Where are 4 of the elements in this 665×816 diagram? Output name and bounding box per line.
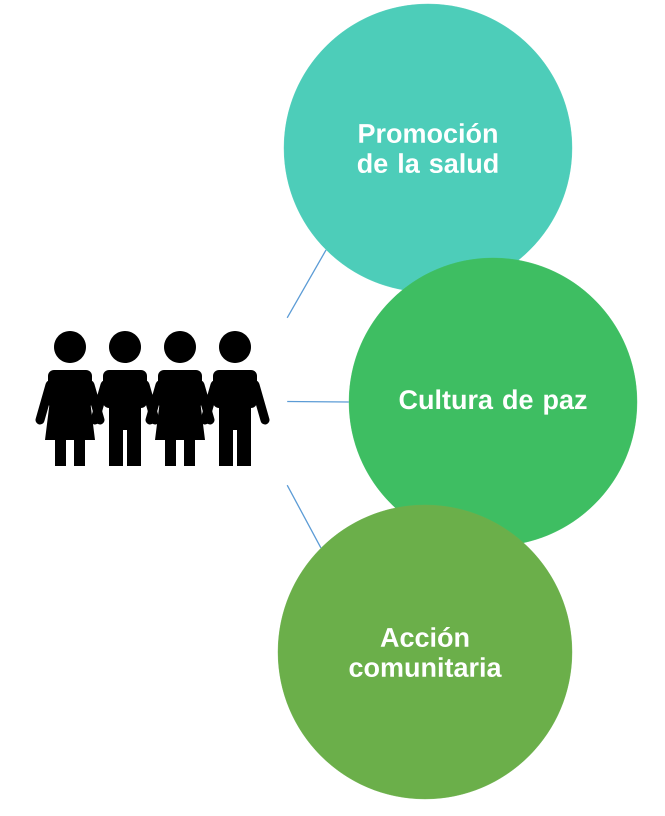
connector-line bbox=[286, 250, 327, 318]
connector-line bbox=[287, 400, 349, 403]
people-drawing bbox=[36, 331, 270, 466]
connector-line bbox=[286, 484, 322, 548]
